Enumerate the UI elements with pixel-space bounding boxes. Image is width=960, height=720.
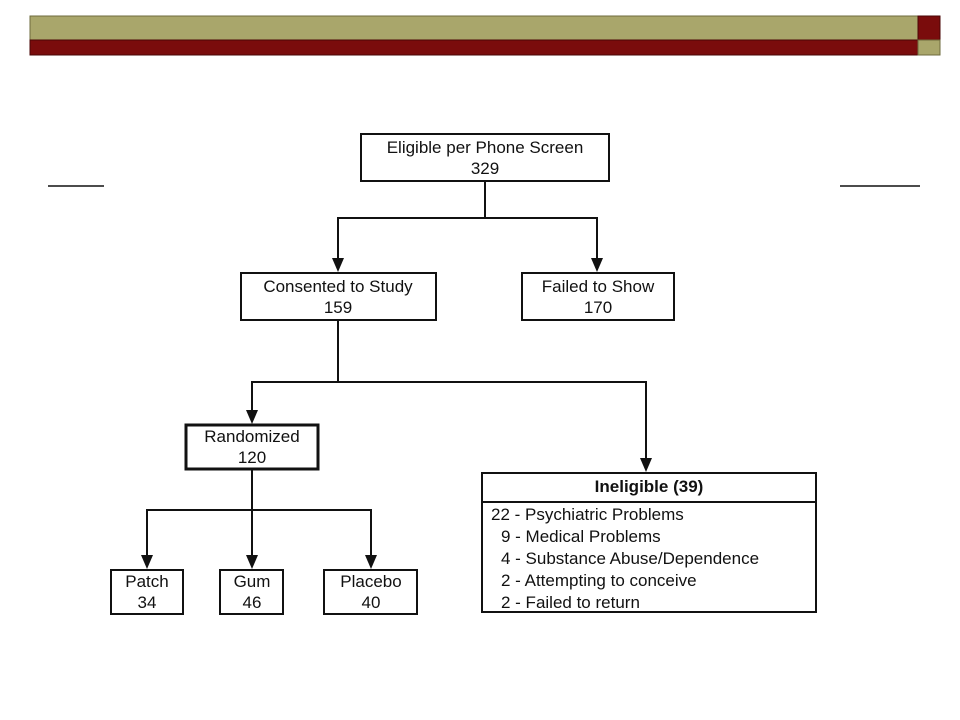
arrow-to-failed-show <box>591 258 603 272</box>
connector-randomized-placebo <box>252 509 372 555</box>
node-failed-show: Failed to Show 170 <box>521 272 675 321</box>
node-gum-label: Gum <box>234 572 271 591</box>
node-randomized-count: 120 <box>238 448 266 467</box>
arrow-to-placebo <box>365 555 377 569</box>
node-ineligible: Ineligible (39) 22 - Psychiatric Problem… <box>481 472 817 613</box>
arrow-to-randomized <box>246 410 258 424</box>
node-patch-label: Patch <box>125 572 168 591</box>
node-consented-count: 159 <box>324 298 352 317</box>
node-eligible-label: Eligible per Phone Screen <box>387 138 584 157</box>
arrow-to-patch <box>141 555 153 569</box>
node-eligible: Eligible per Phone Screen 329 <box>360 133 610 182</box>
node-consented-label: Consented to Study <box>263 277 413 296</box>
ineligible-reason: 22 - Psychiatric Problems <box>491 505 684 524</box>
node-randomized: Randomized 120 <box>184 423 320 471</box>
node-gum: Gum 46 <box>219 569 284 615</box>
node-randomized-label: Randomized <box>204 427 299 446</box>
node-eligible-box <box>360 133 610 182</box>
header-olive-bar <box>29 15 919 41</box>
connector-randomized-split <box>146 468 253 555</box>
node-patch-count: 34 <box>138 593 157 612</box>
connector-consented-ineligible <box>338 381 647 458</box>
slide-header <box>29 15 941 56</box>
node-eligible-count: 329 <box>471 159 499 178</box>
ineligible-reason: 4 - Substance Abuse/Dependence <box>501 549 759 568</box>
node-gum-box <box>219 569 284 615</box>
node-consented-box <box>240 272 437 321</box>
node-patch: Patch 34 <box>110 569 184 615</box>
node-failed-show-count: 170 <box>584 298 612 317</box>
node-failed-show-label: Failed to Show <box>542 277 655 296</box>
ineligible-reason: 2 - Failed to return <box>501 593 640 612</box>
node-placebo-label: Placebo <box>340 572 401 591</box>
node-placebo-count: 40 <box>362 593 381 612</box>
node-randomized-box <box>184 423 320 471</box>
node-placebo: Placebo 40 <box>323 569 418 615</box>
arrow-to-gum <box>246 555 258 569</box>
node-placebo-box <box>323 569 418 615</box>
connectors <box>141 181 652 569</box>
arrow-to-ineligible <box>640 458 652 472</box>
connector-eligible-failed <box>485 217 598 258</box>
header-olive-square <box>917 39 941 56</box>
node-consented: Consented to Study 159 <box>240 272 437 321</box>
ineligible-reason: 9 - Medical Problems <box>501 527 661 546</box>
node-gum-count: 46 <box>243 593 262 612</box>
node-patch-box <box>110 569 184 615</box>
arrow-to-consented <box>332 258 344 272</box>
node-failed-show-box <box>521 272 675 321</box>
ineligible-reason: 2 - Attempting to conceive <box>501 571 697 590</box>
connector-eligible-split <box>337 181 486 258</box>
node-ineligible-box <box>481 472 817 613</box>
node-ineligible-title: Ineligible (39) <box>595 477 704 496</box>
connector-consented-split <box>251 320 339 410</box>
